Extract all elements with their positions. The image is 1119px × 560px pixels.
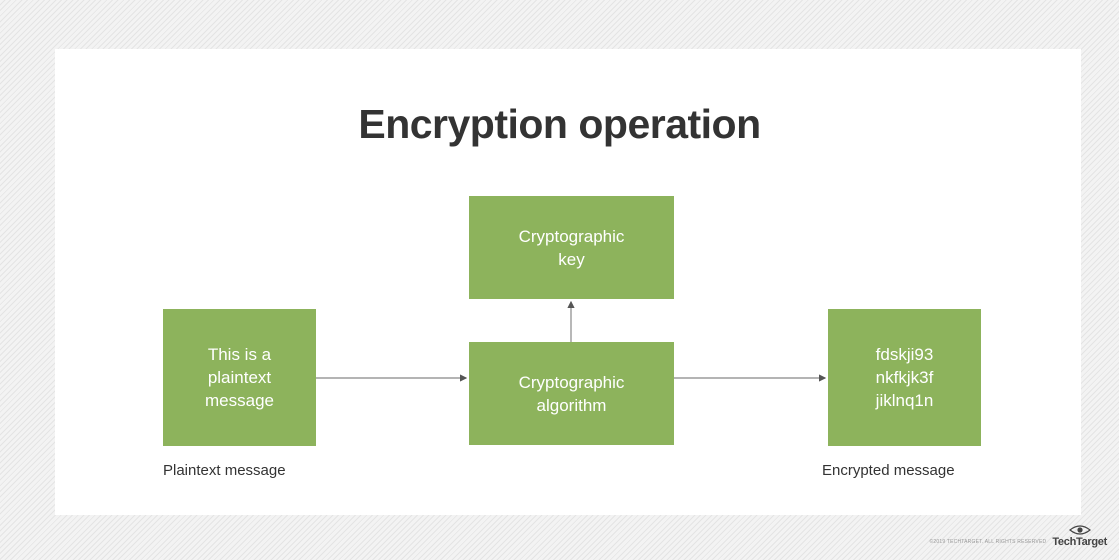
encrypted-message-text: fdskji93 nkfkjk3f jiklnq1n [875,345,934,410]
cryptographic-algorithm-label: Cryptographic algorithm [518,372,625,415]
plaintext-message-text: This is a plaintext message [205,345,274,410]
eye-icon [1068,525,1091,535]
cryptographic-key-label: Cryptographic key [518,226,625,269]
cryptographic-key-box: Cryptographic key [469,196,674,299]
cryptographic-algorithm-box: Cryptographic algorithm [469,342,674,445]
copyright-notice: ©2019 TECHTARGET. ALL RIGHTS RESERVED [929,539,1047,545]
techtarget-logo: TechTarget [1052,524,1107,548]
plaintext-message-caption: Plaintext message [163,462,286,479]
plaintext-message-box: This is a plaintext message [163,309,316,446]
encrypted-message-box: fdskji93 nkfkjk3f jiklnq1n [828,309,981,446]
techtarget-logo-text: TechTarget [1052,536,1107,548]
encrypted-message-caption: Encrypted message [822,462,955,479]
diagram-title: Encryption operation [358,101,761,147]
techtarget-watermark: ©2019 TECHTARGET. ALL RIGHTS RESERVED Te… [930,524,1107,548]
